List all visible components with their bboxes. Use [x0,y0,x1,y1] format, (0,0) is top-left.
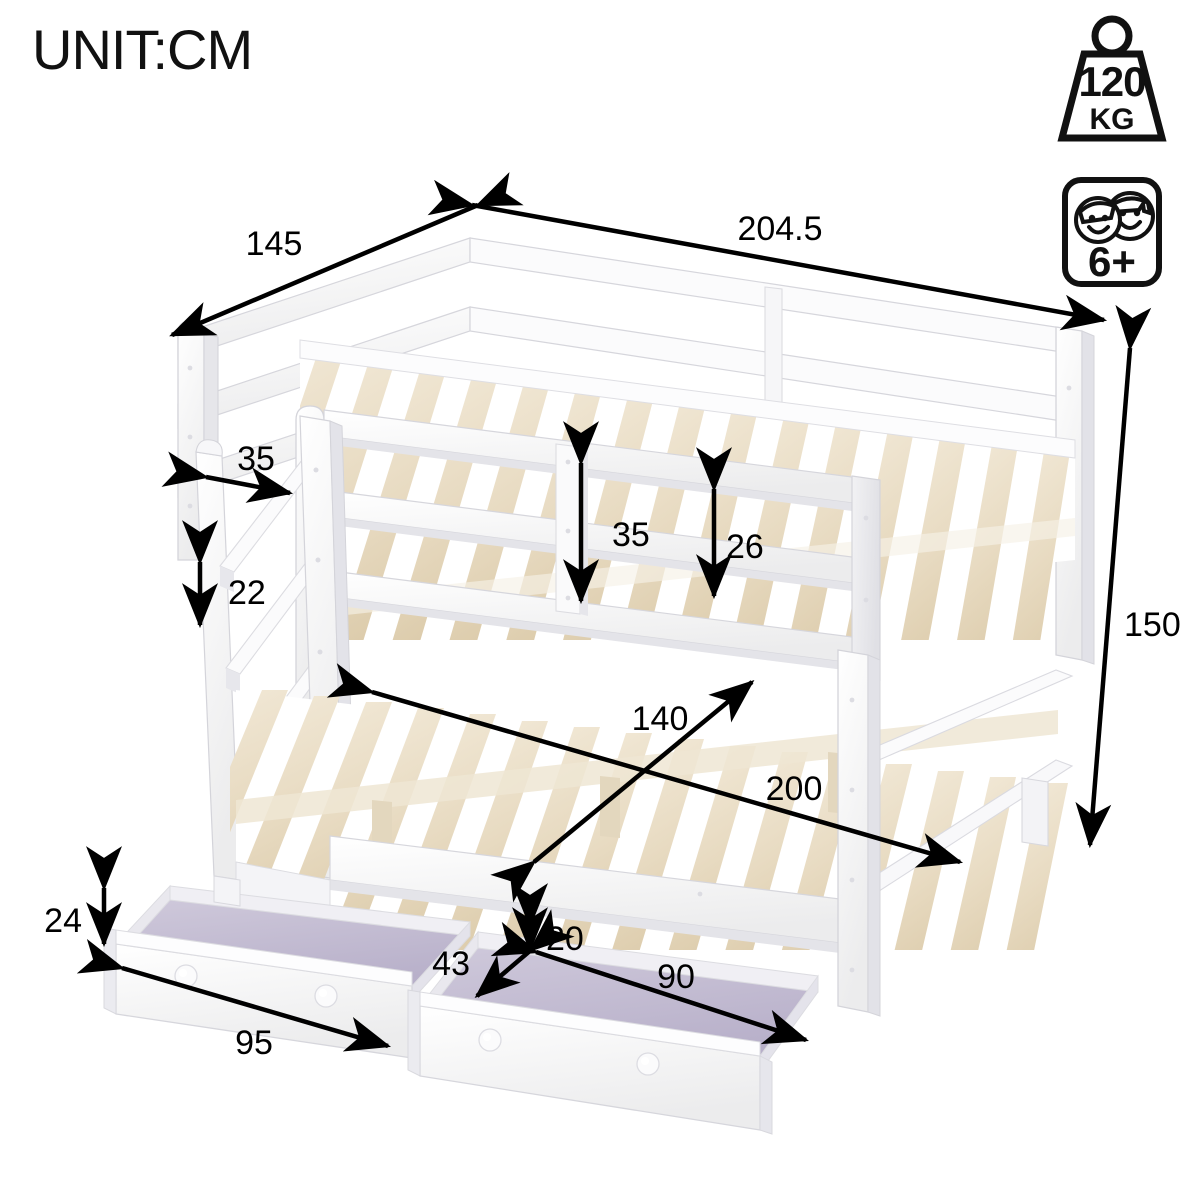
leg-right-rear [1021,777,1049,847]
page-title: UNIT:CM [32,18,253,81]
weight-kettlebell-icon [1057,15,1167,142]
dimension-label-43: 43 [432,945,470,983]
weight-value: 120 [1078,58,1145,105]
dimension-200 [326,663,964,868]
dimension-label-35-offset: 35 [237,440,275,478]
dimension-145 [169,172,524,338]
dimension-204-5 [427,179,1108,331]
dimension-labels: 145 204.5 35 22 35 26 150 140 200 24 95 … [44,210,1181,1062]
dimension-label-24: 24 [44,902,82,940]
dimension-label-20: 20 [546,920,584,958]
dimension-label-35-height: 35 [612,516,650,554]
post-left-front-lower [213,875,241,907]
weight-unit: KG [1090,103,1135,136]
bed-body [103,237,1095,1135]
dimension-label-26: 26 [726,528,764,566]
weight-capacity-badge: 120 KG [1057,15,1167,142]
dimension-label-140: 140 [632,700,689,738]
dimension-150 [1075,304,1152,849]
dimension-90 [490,921,809,1045]
dimension-95 [76,938,392,1052]
dimension-label-90: 90 [657,958,695,996]
dimension-label-200: 200 [766,770,823,808]
dimension-35-offset [161,451,294,503]
dimension-label-204-5: 204.5 [737,210,822,248]
dimension-label-95: 95 [235,1024,273,1062]
dimension-label-22: 22 [228,574,266,612]
dimension-annotations [76,172,1152,1052]
dimension-label-145: 145 [246,225,303,263]
dimension-label-150: 150 [1124,606,1181,644]
